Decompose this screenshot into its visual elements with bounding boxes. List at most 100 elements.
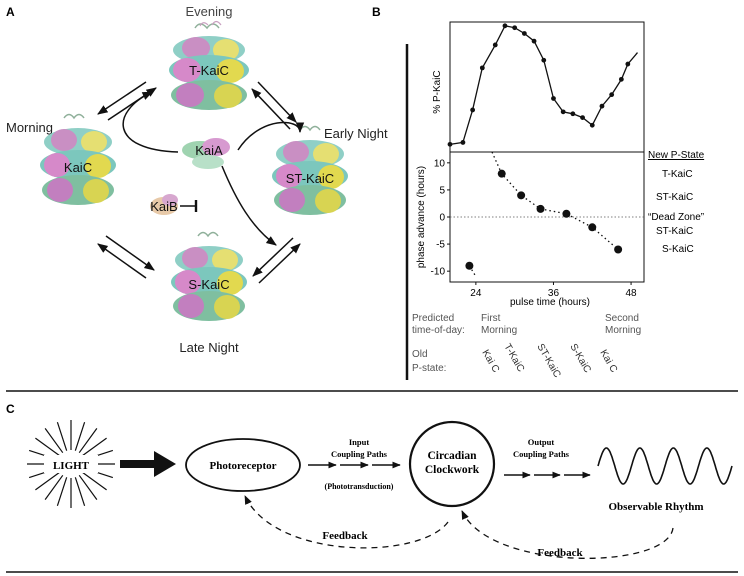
p-kaic-point	[541, 57, 547, 63]
new-p-state-3: “Dead Zone”	[648, 212, 704, 223]
phase-trend-line	[491, 151, 619, 250]
first-morning-line2: Morning	[481, 325, 517, 336]
second-morning-line1: Second	[605, 313, 639, 324]
phase-advance-plot: -10 -5 0 5 10 24 36 48	[431, 151, 645, 299]
old-state-4: S-KaiC	[567, 342, 592, 375]
old-state-3: ST-KaiC	[534, 342, 562, 380]
old-state-1: Kai C	[479, 348, 501, 375]
y-tick-label: -5	[436, 240, 445, 251]
p-kaic-point	[521, 31, 527, 36]
feedback-right-arrow	[461, 510, 674, 559]
old-state-5: Kai C	[597, 348, 619, 375]
p-kaic-point	[512, 25, 518, 31]
new-p-state-2: ST-KaiC	[656, 192, 693, 203]
kaic-label: KaiC	[64, 160, 92, 175]
p-kaic-point	[589, 122, 595, 128]
phase-point	[497, 169, 506, 178]
p-kaic-point	[625, 61, 631, 67]
kaic-molecule	[40, 113, 116, 205]
p-kaic-point	[580, 115, 585, 120]
light-ray	[35, 437, 61, 457]
rhythm-label: Observable Rhythm	[608, 501, 703, 513]
light-ray	[78, 428, 98, 454]
y-tick-label: 5	[439, 185, 445, 196]
x-tick-label: 48	[626, 288, 638, 299]
t-kaic-molecule	[169, 20, 249, 110]
new-p-state-5: S-KaiC	[662, 244, 694, 255]
phase-advance-axes: -10 -5 0 5 10 24 36 48	[431, 158, 644, 299]
p-kaic-point	[599, 103, 605, 109]
late-night-label: Late Night	[179, 340, 239, 355]
light-label: LIGHT	[53, 460, 90, 472]
light-ray	[44, 474, 64, 500]
kaib-label: KaiB	[150, 199, 177, 214]
light-ray	[35, 471, 61, 491]
kaia-label: KaiA	[195, 143, 223, 158]
p-kaic-point	[502, 23, 508, 29]
light-ray	[81, 437, 107, 457]
kaia-molecule	[182, 138, 230, 169]
s-kaic-label: S-KaiC	[188, 277, 229, 292]
output-coupling-line1: Output	[528, 437, 555, 447]
new-p-state-1: T-KaiC	[662, 169, 693, 180]
feedback-left-label: Feedback	[322, 530, 368, 542]
p-kaic-point	[492, 42, 498, 48]
rhythm-wave	[597, 447, 733, 485]
circadian-clockwork-node	[408, 420, 496, 508]
predicted-label-line1: Predicted	[412, 313, 454, 324]
phase-point	[614, 245, 623, 254]
second-morning-line2: Morning	[605, 325, 641, 336]
light-label-bg	[44, 455, 98, 473]
light-ray	[56, 421, 68, 451]
clockwork-line2: Clockwork	[425, 464, 480, 476]
panel-b-label: B	[372, 5, 381, 19]
st-kaic-label: ST-KaiC	[286, 171, 334, 186]
p-kaic-point	[551, 96, 556, 101]
p-kaic-line	[449, 25, 638, 146]
photoreceptor-node	[185, 438, 301, 492]
p-kaic-point	[560, 109, 566, 115]
bottom-xlabel: pulse time (hours)	[510, 297, 590, 308]
x-tick-label: 24	[470, 288, 482, 299]
x-tick-label: 36	[548, 288, 560, 299]
top-ylabel: % P-KaiC	[432, 70, 443, 113]
input-coupling-line3: (Phototransduction)	[325, 482, 394, 491]
p-kaic-point	[479, 65, 485, 71]
kaia-to-tkaic-arrow	[122, 91, 179, 153]
bottom-ylabel: phase advance (hours)	[416, 166, 427, 268]
light-ray	[44, 428, 64, 454]
kaib-molecule	[150, 194, 178, 215]
feedback-left-arrow	[244, 495, 449, 549]
kaia-inhibition-line	[221, 165, 277, 246]
old-state-2: T-KaiC	[501, 342, 526, 374]
photoreceptor-label: Photoreceptor	[210, 460, 277, 472]
phase-point	[517, 191, 526, 200]
light-ray	[74, 421, 86, 451]
phase-point	[465, 261, 474, 270]
light-ray	[81, 471, 107, 491]
p-kaic-point	[460, 140, 466, 145]
morning-label: Morning	[6, 120, 53, 135]
input-coupling-line1: Input	[349, 437, 369, 447]
y-tick-label: 0	[439, 213, 445, 224]
p-kaic-plot	[447, 21, 645, 153]
evening-label: Evening	[186, 4, 233, 19]
y-tick-label: 10	[434, 158, 446, 169]
p-kaic-point	[531, 38, 537, 44]
predicted-label-line2: time-of-day:	[412, 325, 465, 336]
p-kaic-plot-frame	[449, 21, 645, 153]
new-p-state-header: New P-State	[648, 150, 705, 161]
old-label-line1: Old	[412, 349, 428, 360]
st-kaic-molecule	[272, 125, 348, 215]
light-ray	[74, 477, 86, 507]
p-kaic-series	[447, 23, 638, 147]
panel-c-label: C	[6, 402, 15, 416]
transition-arrows	[97, 81, 301, 284]
p-kaic-point	[570, 111, 576, 117]
phase-point	[588, 223, 597, 232]
p-kaic-point	[447, 141, 453, 147]
feedback-right-label: Feedback	[537, 547, 583, 559]
phase-advance-series	[465, 151, 623, 277]
clockwork-line1: Circadian	[428, 450, 478, 462]
y-tick-label: -10	[431, 267, 446, 278]
